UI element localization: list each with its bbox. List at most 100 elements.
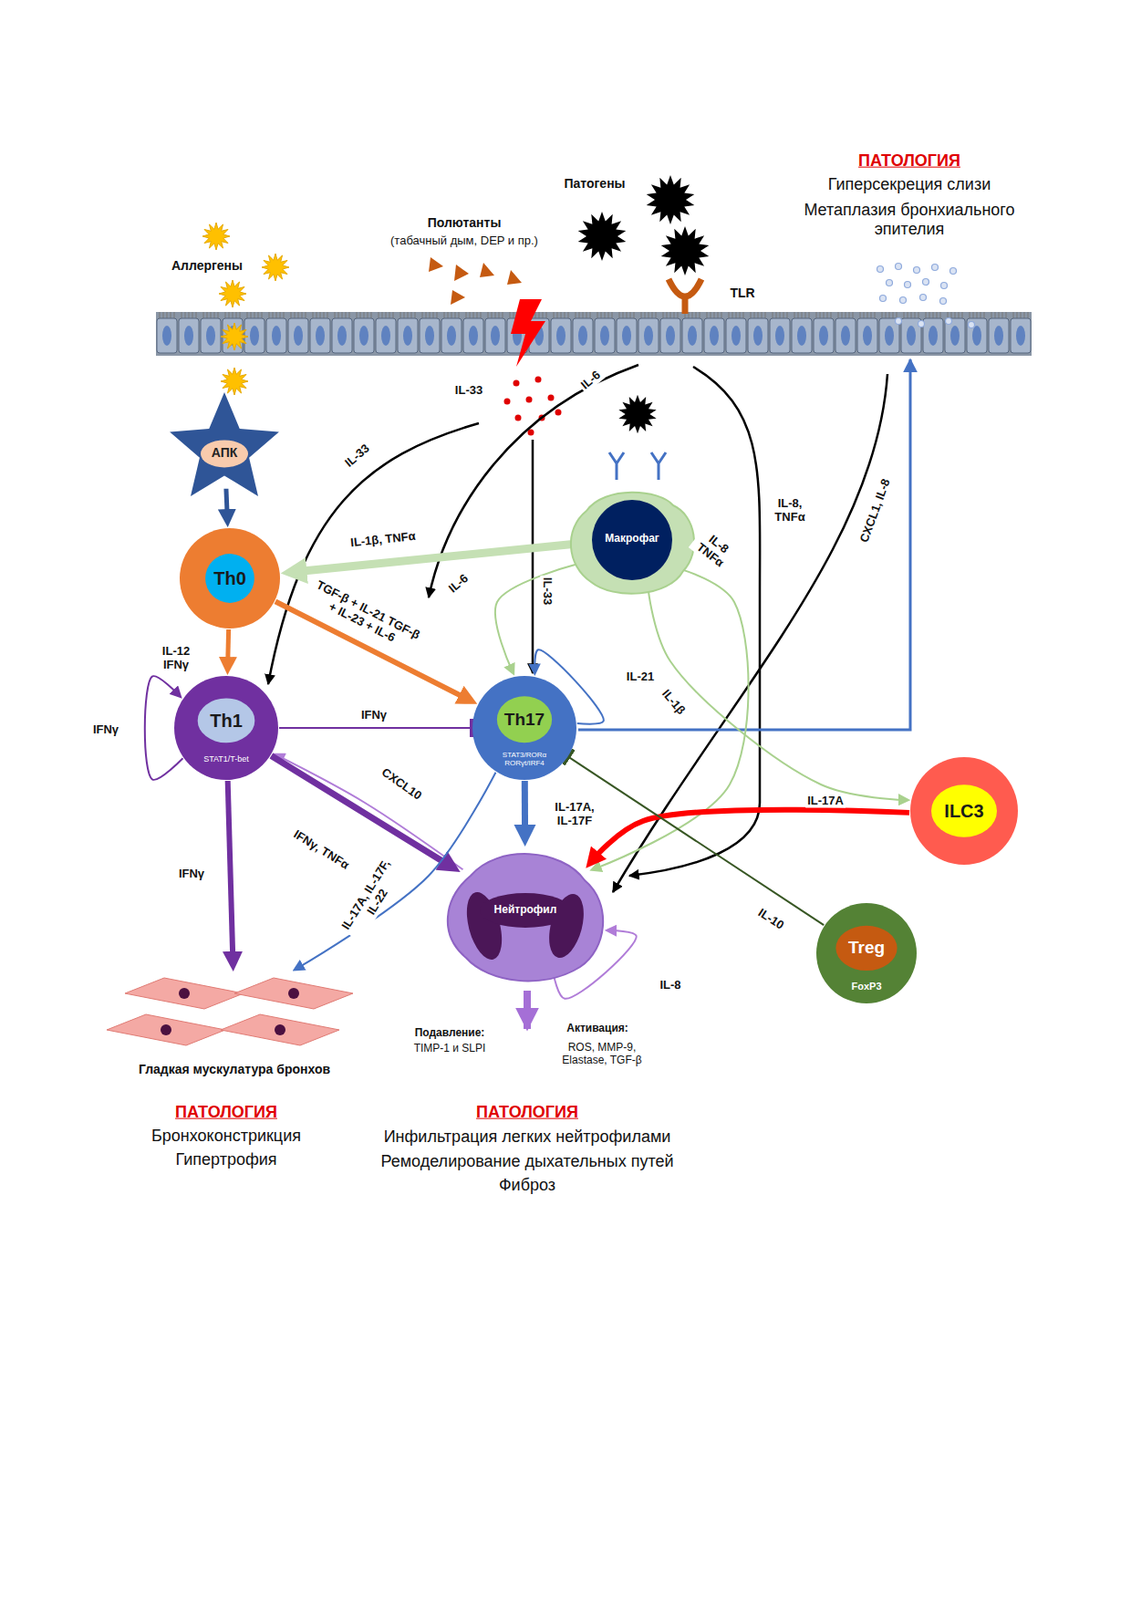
edge-label: IL-10 <box>754 904 789 934</box>
annotation: Гипертрофия <box>173 1150 279 1170</box>
cell-nucleus <box>835 925 897 971</box>
edge-label: IL-8 <box>657 978 683 993</box>
muscle-cell <box>106 1014 226 1046</box>
cell-body <box>816 902 917 1004</box>
edge-label: IFNγ, TNFα <box>289 826 353 873</box>
mucus-drop <box>895 263 903 270</box>
annotation: Полютанты <box>425 215 504 230</box>
annotation: Фиброз <box>497 1175 558 1195</box>
edge-label: IL-1β <box>657 685 689 719</box>
signal-connector <box>278 756 464 871</box>
nucleus-lobe <box>542 890 590 962</box>
annotation: Метаплазия бронхиального эпителия <box>788 200 1030 239</box>
cell-node: Макрофаг <box>559 474 706 602</box>
edge-label: IFNγ <box>359 708 389 723</box>
cell-node: ILC3 <box>909 756 1019 866</box>
pollutant-particle <box>507 269 522 285</box>
dot <box>528 429 535 436</box>
cell-nucleus <box>497 695 552 743</box>
edge-label: IFNγ <box>91 723 121 737</box>
mucus-drop <box>880 295 887 302</box>
allergen-particle <box>220 367 249 395</box>
node-label: Th17 <box>504 709 545 729</box>
mucus-drop <box>941 282 948 290</box>
mucus-drop <box>913 267 921 274</box>
signal-connector <box>279 726 472 729</box>
epithelium-cells <box>155 311 1032 356</box>
node-label: Гладкая мускулатура бронхов <box>138 1062 331 1077</box>
macrophage-body <box>570 492 695 594</box>
mucus-drop <box>886 280 893 287</box>
node-label: STAT3/RORα RORγt/IRF4 <box>490 751 559 768</box>
node-label: АПК <box>211 446 239 461</box>
mucus-drop <box>923 279 930 286</box>
cell-node: Th0 <box>178 527 281 630</box>
pathogen <box>661 226 710 276</box>
signal-connector <box>568 757 824 925</box>
annotation: IL-33 <box>341 440 374 472</box>
muscle-cell <box>220 1014 340 1046</box>
cell-node: Th1STAT1/T-bet <box>173 674 280 781</box>
cell-nucleus <box>205 553 255 603</box>
mucus-drop <box>968 321 976 329</box>
cell-nucleus <box>200 439 249 467</box>
mucus-drop <box>900 297 907 304</box>
annotation: Патогены <box>561 176 627 191</box>
pollutants <box>428 257 522 305</box>
pathogens <box>578 175 710 434</box>
allergen-particle <box>261 253 290 281</box>
dot <box>504 398 511 405</box>
mucus-drop <box>945 318 953 325</box>
signal-connector <box>293 544 571 572</box>
allergen-particle <box>218 280 247 308</box>
annotation: CXCL1, IL-8 <box>857 475 894 546</box>
edge-label: IFNγ <box>176 867 207 882</box>
annotation: Бронхоконстрикция <box>149 1126 303 1146</box>
mucus-drop <box>932 264 939 271</box>
annotation: IL-33 <box>540 575 555 607</box>
edge-label: IL-12 IFNγ <box>152 644 200 673</box>
pathogen <box>618 394 656 434</box>
dot <box>535 376 542 384</box>
cell-body <box>472 675 577 780</box>
tlr-receptor <box>668 279 702 314</box>
annotation: Активация: <box>564 1022 631 1036</box>
cell-node: АПК <box>165 391 284 501</box>
node-label: Th0 <box>213 568 247 589</box>
pathogen <box>646 175 696 225</box>
pollutant-particle <box>450 290 466 305</box>
pollutant-particle <box>479 262 495 278</box>
signal-connector <box>228 780 234 962</box>
cell-body <box>174 675 279 780</box>
mucus-drop <box>918 321 925 328</box>
cell-nucleus <box>178 987 190 999</box>
edge-label: IL-17A, IL-17F <box>545 800 604 829</box>
mucus <box>877 263 976 329</box>
annotation: (табачный дым, DEP и пр.) <box>388 234 540 249</box>
pollutant-particle <box>428 257 444 272</box>
apc-shape <box>169 392 280 497</box>
cell-node: Гладкая мускулатура бронхов <box>97 971 372 1054</box>
edge-label: TGF-β + IL-21 TGF-β + IL-23 + IL-6 <box>304 576 426 656</box>
cell-node: Th17STAT3/RORα RORγt/IRF4 <box>471 674 578 781</box>
node-label: FoxP3 <box>850 980 882 992</box>
cell-nucleus <box>274 1024 286 1036</box>
annotation: ПАТОЛОГИЯ <box>173 1102 280 1122</box>
mucus-drop <box>940 298 947 305</box>
node-label: Макрофаг <box>604 533 660 546</box>
annotation: ROS, MMP-9, Elastase, TGF-β <box>549 1041 654 1068</box>
neutrophil-shape <box>447 853 603 981</box>
dot <box>555 409 562 416</box>
th17-to-epithelium-arrow <box>578 359 911 730</box>
annotation: ПАТОЛОГИЯ <box>474 1102 581 1122</box>
mucus-drop <box>950 268 957 275</box>
node-label: Нейтрофил <box>494 904 558 917</box>
mucus-drop <box>920 294 927 301</box>
pollutant-particle <box>454 264 469 281</box>
macrophage-shape <box>570 492 695 594</box>
node-label: ILC3 <box>944 800 984 821</box>
muscle-cell <box>234 977 353 1009</box>
allergen-particle <box>220 322 249 351</box>
